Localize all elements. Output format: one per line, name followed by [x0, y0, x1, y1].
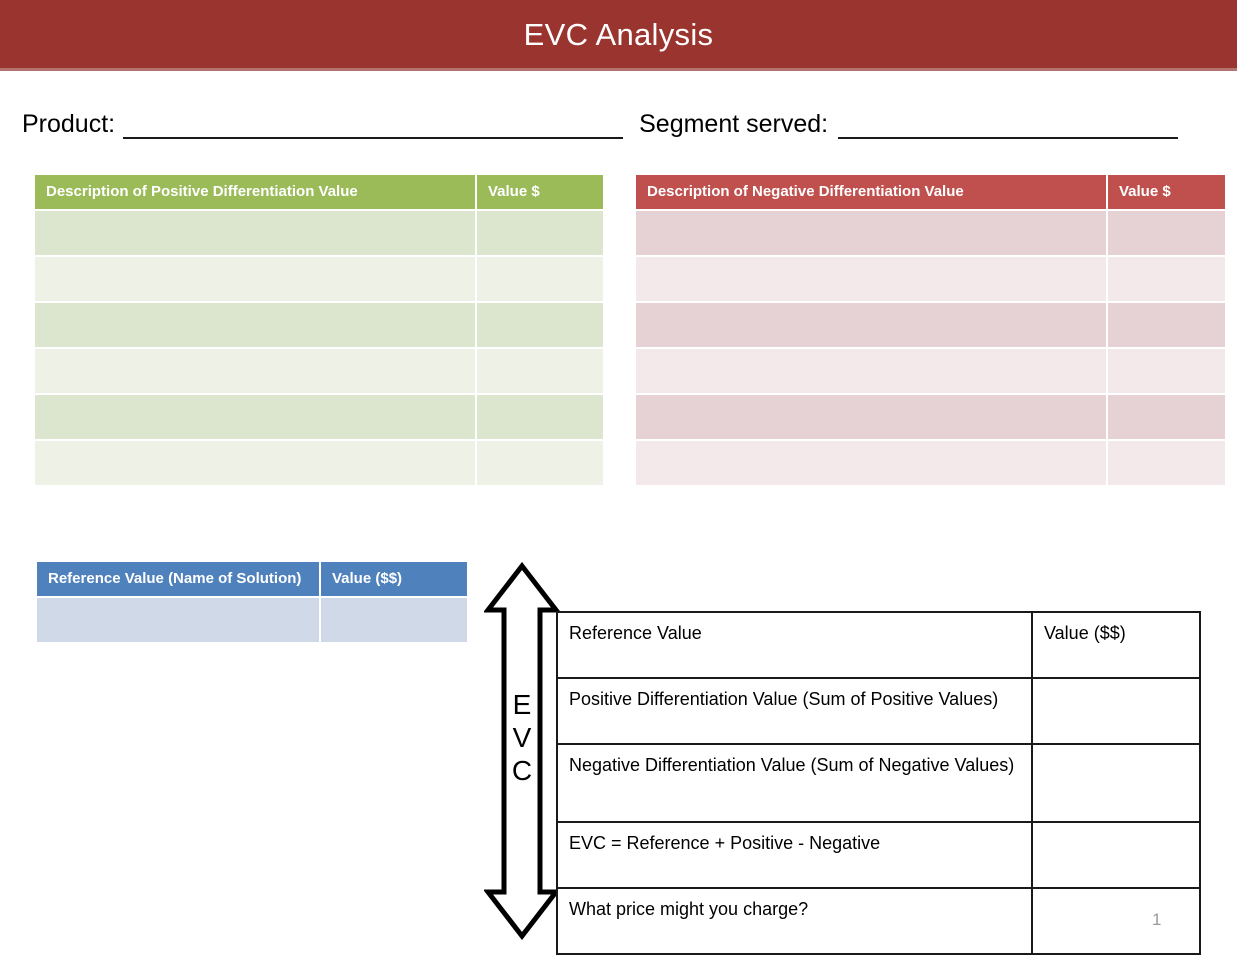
negative-desc-cell[interactable] — [636, 394, 1106, 439]
negative-value-cell[interactable] — [1108, 210, 1225, 255]
segment-served-label: Segment served: — [639, 110, 829, 138]
positive-value-cell[interactable] — [477, 210, 603, 255]
positive-desc-cell[interactable] — [35, 394, 475, 439]
table-row[interactable]: Negative Differentiation Value (Sum of N… — [556, 743, 1201, 823]
negative-desc-cell[interactable] — [636, 256, 1106, 301]
positive-value-header: Value $ — [477, 175, 603, 209]
product-label: Product: — [22, 110, 116, 138]
form-fields-row: Product: Segment served: — [22, 105, 1237, 139]
positive-desc-cell[interactable] — [35, 210, 475, 255]
summary-label-reference-value: Reference Value — [556, 611, 1033, 679]
negative-value-cell[interactable] — [1108, 302, 1225, 347]
positive-value-cell[interactable] — [477, 302, 603, 347]
positive-differentiation-table: Description of Positive Differentiation … — [33, 173, 605, 487]
reference-name-header: Reference Value (Name of Solution) — [37, 562, 319, 596]
positive-desc-header: Description of Positive Differentiation … — [35, 175, 475, 209]
negative-desc-header: Description of Negative Differentiation … — [636, 175, 1106, 209]
table-row[interactable] — [37, 597, 467, 642]
table-row[interactable] — [636, 394, 1225, 439]
product-input-blank[interactable] — [123, 111, 624, 139]
title-banner-divider — [0, 68, 1237, 71]
positive-desc-cell[interactable] — [35, 440, 475, 485]
table-row[interactable] — [636, 256, 1225, 301]
summary-label-price-question: What price might you charge? — [556, 887, 1033, 955]
table-row[interactable] — [35, 348, 603, 393]
table-row[interactable] — [636, 348, 1225, 393]
page-number: 1 — [1152, 910, 1162, 929]
evc-double-arrow-icon — [484, 562, 560, 940]
summary-value-evc[interactable] — [1031, 821, 1201, 889]
table-header-row: Description of Positive Differentiation … — [35, 175, 603, 209]
negative-desc-cell[interactable] — [636, 210, 1106, 255]
table-row[interactable]: Reference Value Value ($$) — [556, 611, 1201, 679]
table-header-row: Description of Negative Differentiation … — [636, 175, 1225, 209]
summary-value-positive-differentiation[interactable] — [1031, 677, 1201, 745]
table-row[interactable] — [35, 210, 603, 255]
summary-label-negative-differentiation: Negative Differentiation Value (Sum of N… — [556, 743, 1033, 823]
table-row[interactable]: EVC = Reference + Positive - Negative — [556, 821, 1201, 889]
summary-value-price[interactable] — [1031, 887, 1201, 955]
table-row[interactable] — [636, 440, 1225, 485]
negative-value-cell[interactable] — [1108, 348, 1225, 393]
reference-value-table: Reference Value (Name of Solution) Value… — [35, 560, 469, 644]
table-row[interactable] — [35, 256, 603, 301]
negative-value-cell[interactable] — [1108, 256, 1225, 301]
negative-differentiation-table: Description of Negative Differentiation … — [634, 173, 1227, 487]
table-row[interactable] — [35, 302, 603, 347]
summary-value-header: Value ($$) — [1031, 611, 1201, 679]
positive-desc-cell[interactable] — [35, 348, 475, 393]
negative-desc-cell[interactable] — [636, 348, 1106, 393]
reference-name-cell[interactable] — [37, 597, 319, 642]
positive-value-cell[interactable] — [477, 256, 603, 301]
summary-label-evc-formula: EVC = Reference + Positive - Negative — [556, 821, 1033, 889]
title-banner: EVC Analysis — [0, 0, 1237, 68]
table-header-row: Reference Value (Name of Solution) Value… — [37, 562, 467, 596]
table-row[interactable]: Positive Differentiation Value (Sum of P… — [556, 677, 1201, 745]
positive-desc-cell[interactable] — [35, 256, 475, 301]
negative-value-cell[interactable] — [1108, 394, 1225, 439]
table-row[interactable]: What price might you charge? — [556, 887, 1201, 955]
negative-desc-cell[interactable] — [636, 302, 1106, 347]
positive-value-cell[interactable] — [477, 348, 603, 393]
table-row[interactable] — [35, 394, 603, 439]
table-row[interactable] — [636, 210, 1225, 255]
summary-label-positive-differentiation: Positive Differentiation Value (Sum of P… — [556, 677, 1033, 745]
negative-value-cell[interactable] — [1108, 440, 1225, 485]
reference-value-header: Value ($$) — [321, 562, 467, 596]
segment-served-input-blank[interactable] — [838, 111, 1179, 139]
table-row[interactable] — [636, 302, 1225, 347]
positive-value-cell[interactable] — [477, 394, 603, 439]
negative-value-header: Value $ — [1108, 175, 1225, 209]
positive-value-cell[interactable] — [477, 440, 603, 485]
evc-summary-table: Reference Value Value ($$) Positive Diff… — [556, 611, 1201, 955]
negative-desc-cell[interactable] — [636, 440, 1106, 485]
table-row[interactable] — [35, 440, 603, 485]
page-title: EVC Analysis — [523, 16, 714, 52]
summary-value-negative-differentiation[interactable] — [1031, 743, 1201, 823]
reference-value-cell[interactable] — [321, 597, 467, 642]
positive-desc-cell[interactable] — [35, 302, 475, 347]
